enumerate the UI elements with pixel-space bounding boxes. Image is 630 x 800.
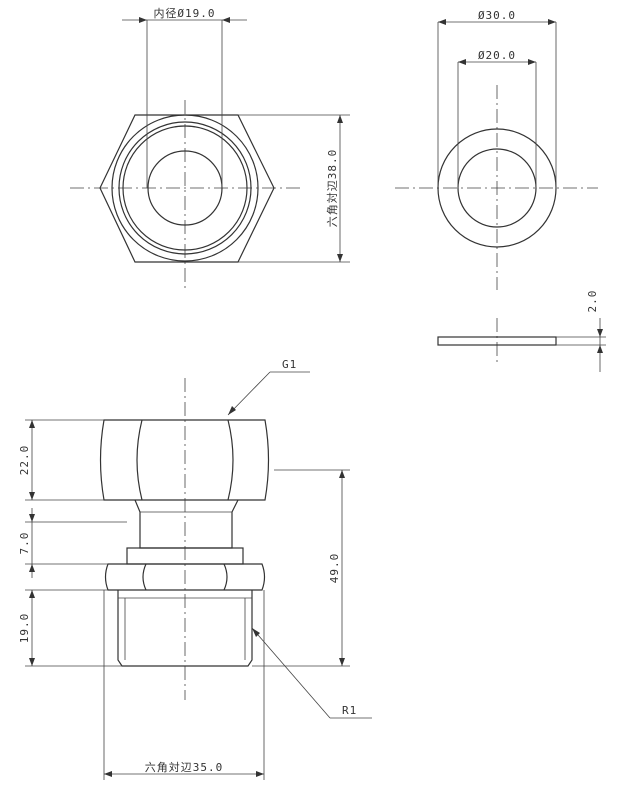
nut-height-label: 22.0 — [18, 445, 31, 476]
hex35-across-flats-label: 六角対辺35.0 — [145, 760, 224, 774]
washer-outer-diameter-label: Ø30.0 — [478, 9, 516, 22]
top-view-hexagon — [99, 114, 275, 263]
r1-thread-label: R1 — [342, 704, 357, 717]
top-view-chamfer-circle — [111, 114, 259, 262]
top-view-hex-across-flats-label: 六角対辺38.0 — [325, 149, 339, 228]
neck-height-arrow-top — [29, 514, 35, 522]
washer-view: Ø30.0 Ø20.0 2.0 — [395, 9, 606, 372]
hex35-arrow-right — [256, 771, 264, 777]
nut-height-arrow-bottom — [29, 492, 35, 500]
side-view-neck — [134, 499, 239, 549]
top-view-hex-arrow-bottom — [337, 254, 343, 262]
top-view-seat-circle — [122, 125, 248, 251]
r1-leader-line — [251, 627, 331, 719]
side-view-lower-nut-flat-left — [142, 563, 147, 591]
side-view-lower-nut-flat-right — [223, 563, 228, 591]
overall-height-arrow-bottom — [339, 658, 345, 666]
top-view-hex-arrow-top — [337, 115, 343, 123]
thread-height-arrow-bottom — [29, 658, 35, 666]
top-view-inner-diameter-label: 内径Ø19.0 — [153, 6, 215, 20]
r1-leader-arrow — [252, 628, 260, 637]
top-view: 内径Ø19.0 六角対辺38.0 — [70, 6, 350, 290]
side-view-upper-nut — [99, 419, 270, 501]
thread-height-arrow-top — [29, 590, 35, 598]
g1-thread-label: G1 — [282, 358, 297, 371]
washer-id-arrow-left — [458, 59, 466, 65]
side-view-upper-nut-flat-left — [136, 419, 143, 501]
washer-od-arrow-right — [548, 19, 556, 25]
top-view-outer-circle — [118, 121, 252, 255]
washer-id-arrow-right — [528, 59, 536, 65]
washer-thickness-arrow-top — [597, 329, 603, 337]
nut-height-arrow-top — [29, 420, 35, 428]
overall-height-label: 49.0 — [328, 553, 341, 584]
neck-height-arrow-bottom — [29, 564, 35, 572]
side-view-lower-nut — [104, 563, 266, 591]
side-view: G1 R1 22.0 7.0 19.0 49.0 — [18, 358, 372, 780]
neck-height-label: 7.0 — [18, 532, 31, 555]
overall-height-arrow-top — [339, 470, 345, 478]
top-view-bore-arrow-left — [139, 17, 147, 23]
g1-leader-arrow — [228, 406, 236, 415]
washer-side-profile — [437, 336, 557, 346]
side-view-upper-nut-flat-right — [227, 419, 234, 501]
washer-thickness-arrow-bottom — [597, 345, 603, 353]
g1-leader-line — [227, 371, 271, 416]
top-view-bore-arrow-right — [222, 17, 230, 23]
side-view-threaded-end — [117, 590, 253, 667]
washer-thickness-label: 2.0 — [586, 290, 599, 313]
washer-od-arrow-left — [438, 19, 446, 25]
hex35-arrow-left — [104, 771, 112, 777]
washer-inner-diameter-label: Ø20.0 — [478, 49, 516, 62]
thread-height-label: 19.0 — [18, 613, 31, 644]
